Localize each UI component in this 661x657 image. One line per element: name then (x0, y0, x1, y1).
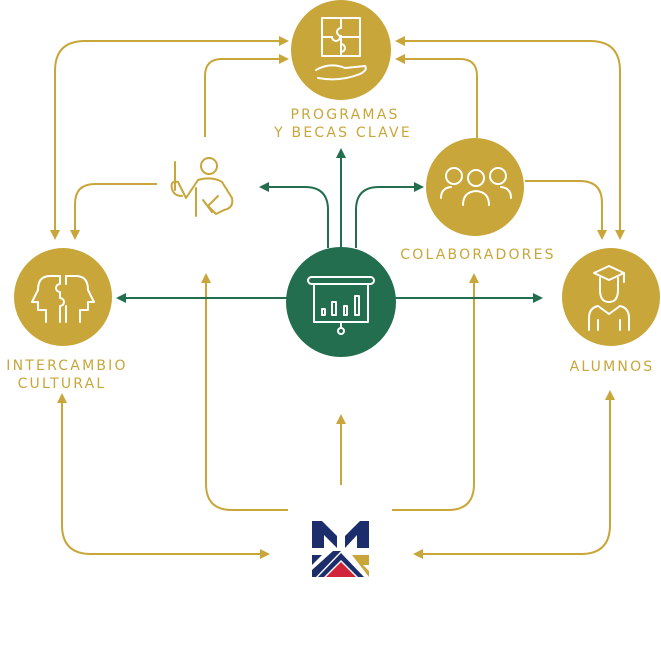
puzzle-heads-icon (31, 275, 95, 323)
connector-programas-intercambio (50, 36, 289, 240)
connector-logo-colaboradores (392, 273, 479, 511)
alumnos-label: ALUMNOS (570, 359, 655, 375)
node-alumnos[interactable]: ALUMNOS (562, 248, 660, 375)
gold-connectors (50, 36, 625, 559)
connector-docente-programas (204, 54, 289, 137)
presentation-chart-icon (307, 276, 375, 335)
node-programas[interactable]: PROGRAMAS Y BECAS CLAVE (273, 0, 412, 141)
node-docente[interactable] (170, 157, 234, 217)
teacher-pointer-icon (170, 157, 234, 217)
node-alumnos-circle (562, 248, 660, 346)
connector-colaboradores-alumnos (525, 180, 607, 240)
connector-centro-docente (259, 182, 329, 248)
puzzle-hand-icon (315, 17, 367, 81)
node-centro[interactable] (286, 247, 396, 357)
group-people-icon (440, 167, 512, 206)
node-intercambio[interactable]: INTERCAMBIO CULTURAL (6, 248, 127, 392)
brand-logo-icon[interactable] (312, 521, 369, 577)
node-colaboradores-circle (426, 138, 524, 236)
programas-label-line1: PROGRAMAS (290, 107, 399, 123)
logo-chevron-red (326, 562, 356, 577)
connector-logo-docente (201, 273, 288, 511)
graduate-icon (588, 265, 630, 331)
colaboradores-label: COLABORADORES (400, 247, 555, 263)
intercambio-label-line1: INTERCAMBIO (6, 358, 127, 374)
logo-chevron-navy (318, 553, 364, 577)
connector-alumnos-programas (395, 36, 625, 240)
connector-colaboradores-programas (395, 54, 478, 138)
intercambio-label-line2: CULTURAL (18, 376, 107, 392)
logo-bottom-right-gold (352, 555, 369, 577)
node-colaboradores[interactable]: COLABORADORES (400, 138, 555, 263)
logo-bottom-left (312, 555, 322, 565)
connector-logo-alumnos (413, 390, 615, 559)
logo-top-right (345, 521, 369, 548)
node-intercambio-circle (14, 248, 112, 346)
connector-docente-intercambio (70, 183, 157, 240)
green-connectors (116, 148, 543, 303)
node-centro-circle (286, 247, 396, 357)
connector-logo-intercambio (57, 393, 270, 559)
programas-label-line2: Y BECAS CLAVE (273, 125, 412, 141)
logo-bottom-left-2 (312, 551, 341, 577)
connector-centro-colaboradores (355, 182, 424, 248)
logo-top-left (312, 521, 337, 548)
